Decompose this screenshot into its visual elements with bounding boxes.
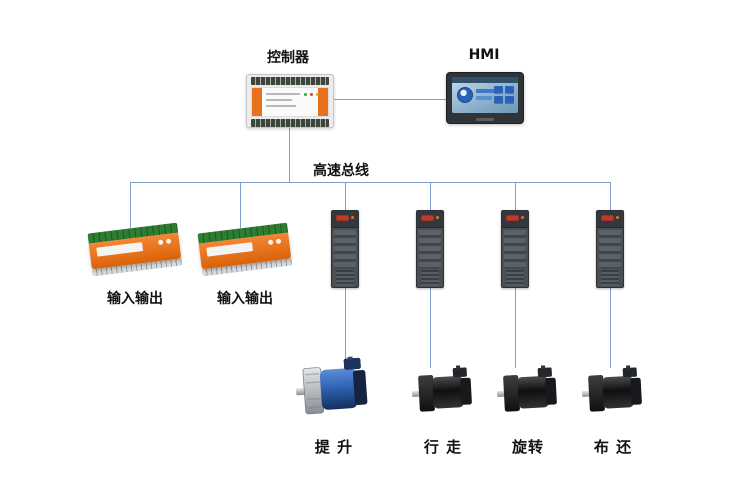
hmi-screen-titlebar <box>452 77 518 83</box>
drive-display-section <box>332 211 358 228</box>
bus-line <box>130 182 611 183</box>
io-label-area <box>96 242 144 257</box>
drive-display <box>421 215 434 221</box>
bus-drive3-line <box>515 182 516 210</box>
bus-io1-line <box>130 182 131 228</box>
hmi-brand-strip <box>447 118 523 122</box>
drive-led <box>616 216 619 219</box>
drive-display-section <box>502 211 528 228</box>
plc-bottom-terminals <box>251 119 329 127</box>
hmi-screen-button <box>494 96 503 103</box>
controller-device <box>246 74 334 128</box>
io1-label: 输入输出 <box>107 291 163 307</box>
drive-vents <box>506 270 524 286</box>
io-indicator-dot <box>157 239 164 246</box>
motor3-label: 旋转 <box>511 438 544 456</box>
drive2-motor2-line <box>430 288 431 368</box>
plc-status-led <box>310 93 313 96</box>
plc-marking <box>266 105 296 107</box>
drive-connector-panel <box>334 230 356 268</box>
plc-status-led <box>316 93 319 96</box>
io-module-2 <box>197 222 293 280</box>
drive-display <box>506 215 519 221</box>
drive-connector-panel <box>419 230 441 268</box>
plc-status-led <box>304 93 307 96</box>
plc-left-cap <box>252 88 262 116</box>
controller-label: 控制器 <box>267 50 309 66</box>
io-indicator-dot <box>165 238 172 245</box>
drive-connector-panel <box>599 230 621 268</box>
hmi-label: HMI <box>468 47 500 63</box>
drive-led <box>351 216 354 219</box>
motor-travel-image <box>411 365 472 412</box>
hmi-gauge-graphic <box>457 87 473 103</box>
bus-io2-line <box>240 182 241 228</box>
drive1-motor1-line <box>345 288 346 364</box>
plc-marking <box>266 93 300 95</box>
hmi-screen-button <box>505 86 514 93</box>
io-indicator-dot <box>267 239 274 246</box>
io-label-area <box>206 242 254 257</box>
drive-display <box>336 215 349 221</box>
drive-display-section <box>597 211 623 228</box>
hmi-screen-bar <box>476 96 492 100</box>
hmi-screen-bar <box>476 89 496 93</box>
controller-bus-line <box>289 128 290 182</box>
bus-label: 高速总线 <box>313 163 369 179</box>
hmi-screen-button <box>505 96 514 103</box>
drive-vents <box>601 270 619 286</box>
plc-marking <box>266 99 292 101</box>
motor2-label: 行 走 <box>423 438 463 456</box>
plc-right-cap <box>318 88 328 116</box>
drive-display <box>601 215 614 221</box>
motor-rotate-image <box>496 365 557 412</box>
drive-led <box>521 216 524 219</box>
hmi-screen <box>452 77 518 113</box>
servo-drive-1 <box>331 210 359 288</box>
motor1-label: 提 升 <box>314 438 354 456</box>
io2-label: 输入输出 <box>217 291 273 307</box>
plc-front-panel <box>251 87 329 117</box>
motor4-label: 布 还 <box>593 438 633 456</box>
bus-drive1-line <box>345 182 346 210</box>
motor-lift-image <box>295 355 368 415</box>
drive-connector-panel <box>504 230 526 268</box>
drive3-motor3-line <box>515 288 516 368</box>
io-module-1 <box>87 222 183 280</box>
drive-led <box>436 216 439 219</box>
servo-drive-3 <box>501 210 529 288</box>
drive4-motor4-line <box>610 288 611 368</box>
controller-hmi-line <box>334 99 446 100</box>
io-indicator-dot <box>275 238 282 245</box>
drive-display-section <box>417 211 443 228</box>
hmi-screen-button <box>494 86 503 93</box>
servo-drive-2 <box>416 210 444 288</box>
motor-distribute-image <box>581 365 642 412</box>
bus-drive4-line <box>610 182 611 210</box>
plc-top-terminals <box>251 77 329 85</box>
drive-vents <box>421 270 439 286</box>
drive-vents <box>336 270 354 286</box>
bus-drive2-line <box>430 182 431 210</box>
servo-drive-4 <box>596 210 624 288</box>
hmi-device <box>446 72 524 124</box>
